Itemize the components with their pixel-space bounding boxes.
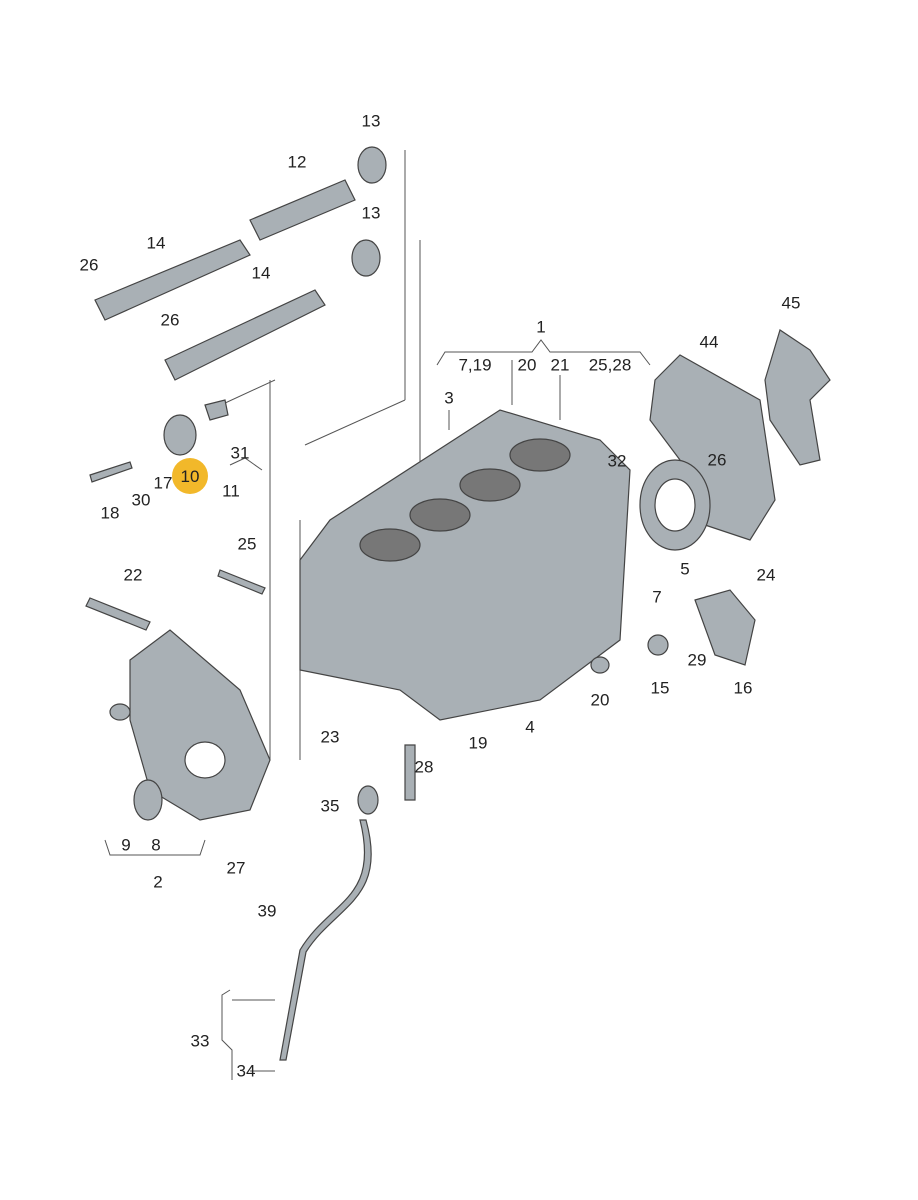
seal-9 <box>109 703 131 721</box>
gear-10 <box>163 414 197 456</box>
label-part-22: 22 <box>123 565 143 585</box>
label-part-24: 24 <box>756 565 776 585</box>
label-parts-25-28: 25,28 <box>588 355 632 375</box>
balance-shaft-1 <box>94 239 251 321</box>
bracket-16 <box>694 589 756 666</box>
label-parts-7-19: 7,19 <box>458 355 492 375</box>
label-part-25: 25 <box>237 534 257 554</box>
bearing-13a <box>357 146 387 184</box>
label-part-33: 33 <box>190 1031 210 1051</box>
bolt-25 <box>217 569 266 595</box>
label-part-21: 21 <box>550 355 570 375</box>
label-part-16: 16 <box>733 678 753 698</box>
label-part-32: 32 <box>607 451 627 471</box>
intermediate-gear-shaft <box>204 399 229 421</box>
bolt-28 <box>404 744 416 801</box>
label-part-30: 30 <box>131 490 151 510</box>
label-part-12: 12 <box>287 152 307 172</box>
bolt-18 <box>89 461 133 483</box>
balance-shaft-2 <box>164 289 326 381</box>
sealant-tube <box>85 597 151 631</box>
label-part-18: 18 <box>100 503 120 523</box>
label-part-8: 8 <box>151 835 161 855</box>
label-part-27: 27 <box>226 858 246 878</box>
parts <box>85 146 831 1061</box>
label-part-31: 31 <box>230 443 250 463</box>
label-part-17: 17 <box>153 473 173 493</box>
label-part-3: 3 <box>444 388 454 408</box>
seal-8 <box>133 779 163 821</box>
label-part-2: 2 <box>153 872 163 892</box>
label-part-9: 9 <box>121 835 131 855</box>
label-part-15: 15 <box>650 678 670 698</box>
label-part-14: 14 <box>146 233 166 253</box>
leader-lines <box>104 150 651 1080</box>
timing-cover <box>129 629 271 821</box>
cover-45 <box>764 329 831 466</box>
label-part-20: 20 <box>590 690 610 710</box>
label-part-5: 5 <box>680 559 690 579</box>
label-part-13: 13 <box>361 203 381 223</box>
tube-12 <box>249 179 356 241</box>
label-part-29: 29 <box>687 650 707 670</box>
label-part-45: 45 <box>781 293 801 313</box>
label-part-14: 14 <box>251 263 271 283</box>
label-part-39: 39 <box>257 901 277 921</box>
label-part-28: 28 <box>414 757 434 777</box>
rear-plate <box>649 354 776 541</box>
label-part-7: 7 <box>652 587 662 607</box>
cylinder-block <box>299 409 631 721</box>
label-part-20: 20 <box>517 355 537 375</box>
label-part-1: 1 <box>536 317 546 337</box>
label-part-26: 26 <box>79 255 99 275</box>
bearing-13b <box>351 239 381 277</box>
label-part-26: 26 <box>160 310 180 330</box>
label-part-19: 19 <box>468 733 488 753</box>
label-part-10-highlighted[interactable]: 10 <box>172 458 208 494</box>
dipstick-tube <box>279 819 372 1061</box>
label-part-4: 4 <box>525 717 535 737</box>
label-part-34: 34 <box>236 1061 256 1081</box>
label-part-44: 44 <box>699 332 719 352</box>
label-part-23: 23 <box>320 727 340 747</box>
label-part-35: 35 <box>320 796 340 816</box>
label-part-11: 11 <box>222 481 240 501</box>
label-part-26: 26 <box>707 450 727 470</box>
plug-15 <box>647 634 669 656</box>
label-part-13: 13 <box>361 111 381 131</box>
dipstick-handle <box>357 785 379 815</box>
plug-20 <box>590 656 610 674</box>
